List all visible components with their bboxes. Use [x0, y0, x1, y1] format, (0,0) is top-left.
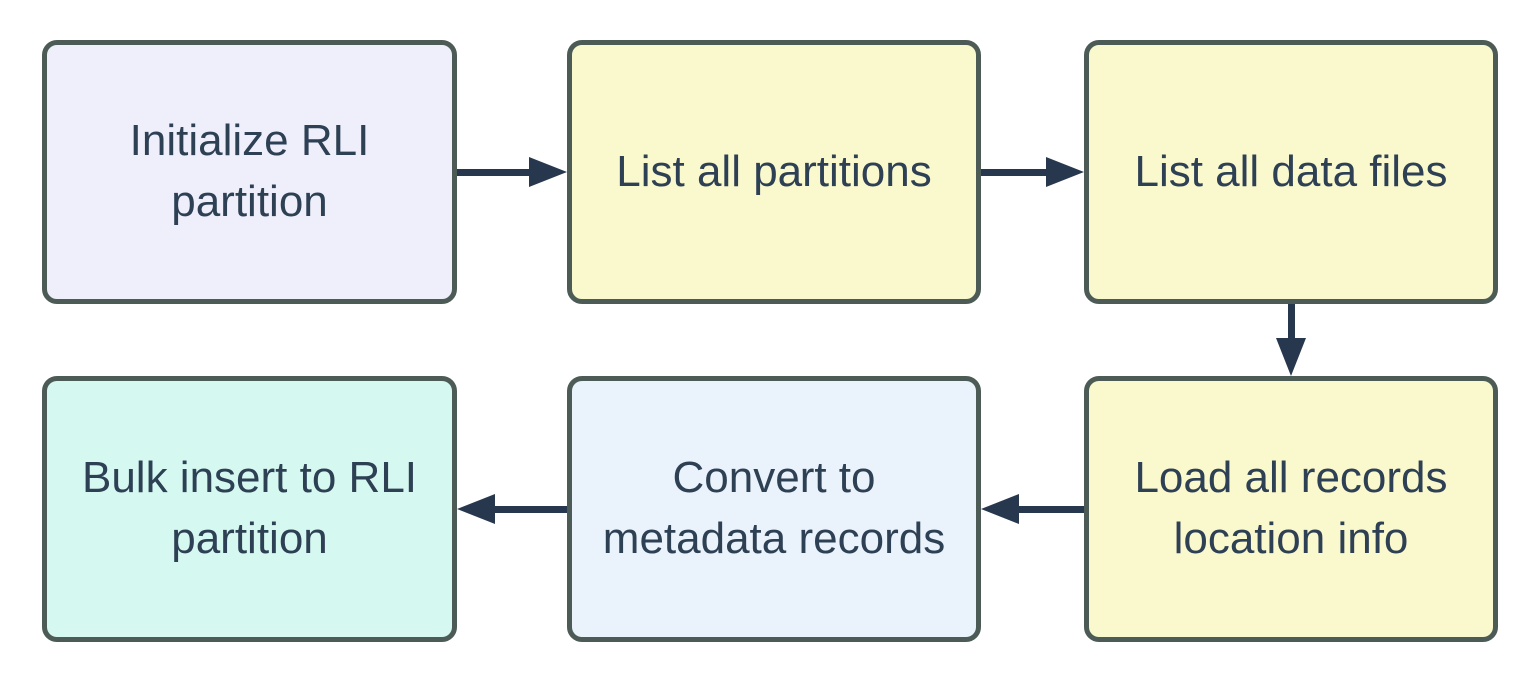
- arrow-head-down-icon: [1276, 338, 1306, 376]
- node-convert-to-metadata-records: Convert to metadata records: [567, 376, 981, 642]
- arrow-line: [981, 168, 1046, 176]
- node-bulk-insert-to-rli-partition: Bulk insert to RLI partition: [42, 376, 457, 642]
- arrow-line: [495, 505, 567, 513]
- arrow-head-right-icon: [1046, 157, 1084, 187]
- arrow-head-left-icon: [981, 494, 1019, 524]
- arrow-line: [457, 168, 529, 176]
- node-load-all-records-location-info: Load all records location info: [1084, 376, 1498, 642]
- arrow-line: [1019, 505, 1084, 513]
- node-list-all-partitions: List all partitions: [567, 40, 981, 304]
- arrow-head-left-icon: [457, 494, 495, 524]
- arrow-head-right-icon: [529, 157, 567, 187]
- arrow-line: [1287, 304, 1295, 338]
- node-list-all-data-files: List all data files: [1084, 40, 1498, 304]
- node-initialize-rli-partition: Initialize RLI partition: [42, 40, 457, 304]
